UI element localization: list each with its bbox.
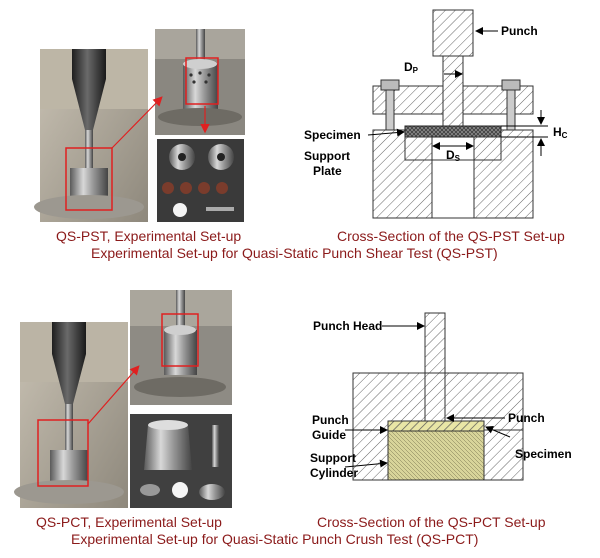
pst-bolt-right — [501, 79, 521, 91]
pct-arrow-1 — [87, 365, 140, 425]
pst-label-ds: DS — [446, 148, 461, 163]
pct-diagram-caption: Cross-Section of the QS-PCT Set-up — [317, 514, 546, 530]
pct-label-punch-head: Punch Head — [313, 319, 382, 333]
pst-diagram-caption: Cross-Section of the QS-PST Set-up — [337, 228, 565, 244]
pst-arrow-1 — [111, 96, 163, 149]
pst-cross-section — [367, 9, 548, 219]
pst-fixture-photo — [155, 29, 245, 135]
pct-cross-section — [344, 312, 524, 481]
pct-label-support-2: Cylinder — [310, 466, 358, 480]
pct-label-specimen: Specimen — [515, 447, 572, 461]
pct-fixture-photo — [130, 290, 232, 405]
pst-fixture-highlight-box — [185, 57, 219, 105]
pst-label-support-1: Support — [304, 149, 350, 163]
pst-label-punch: Punch — [501, 24, 538, 38]
pct-label-guide-1: Punch — [312, 413, 349, 427]
pct-fixture-highlight-box — [161, 313, 199, 367]
pst-label-dp: DP — [404, 60, 419, 75]
pst-upper-plate — [372, 85, 444, 115]
pst-parts-photo — [157, 139, 244, 222]
pst-photo-caption: QS-PST, Experimental Set-up — [56, 228, 242, 244]
pst-label-specimen: Specimen — [304, 128, 361, 142]
pct-highlight-box — [37, 419, 89, 487]
pct-specimen — [387, 420, 485, 432]
pst-label-support-2: Plate — [313, 164, 342, 178]
pst-punch-shaft — [442, 55, 464, 127]
pct-label-support-1: Support — [310, 451, 356, 465]
pst-title: Experimental Set-up for Quasi-Static Pun… — [91, 245, 498, 261]
pct-label-punch: Punch — [508, 411, 545, 425]
pct-photo-caption: QS-PCT, Experimental Set-up — [36, 514, 222, 530]
pct-machine-photo — [14, 322, 128, 508]
pct-label-guide-2: Guide — [312, 428, 346, 442]
pst-punch-head — [432, 9, 474, 57]
pct-title: Experimental Set-up for Quasi-Static Pun… — [71, 531, 479, 547]
pst-bolt-left — [380, 79, 400, 91]
pst-highlight-box — [65, 147, 113, 211]
pst-label-hc: HC — [553, 125, 568, 140]
pct-parts-photo — [130, 414, 232, 508]
pst-machine-photo — [34, 49, 148, 222]
pct-support-cylinder — [387, 430, 485, 481]
pst-specimen — [404, 125, 502, 138]
